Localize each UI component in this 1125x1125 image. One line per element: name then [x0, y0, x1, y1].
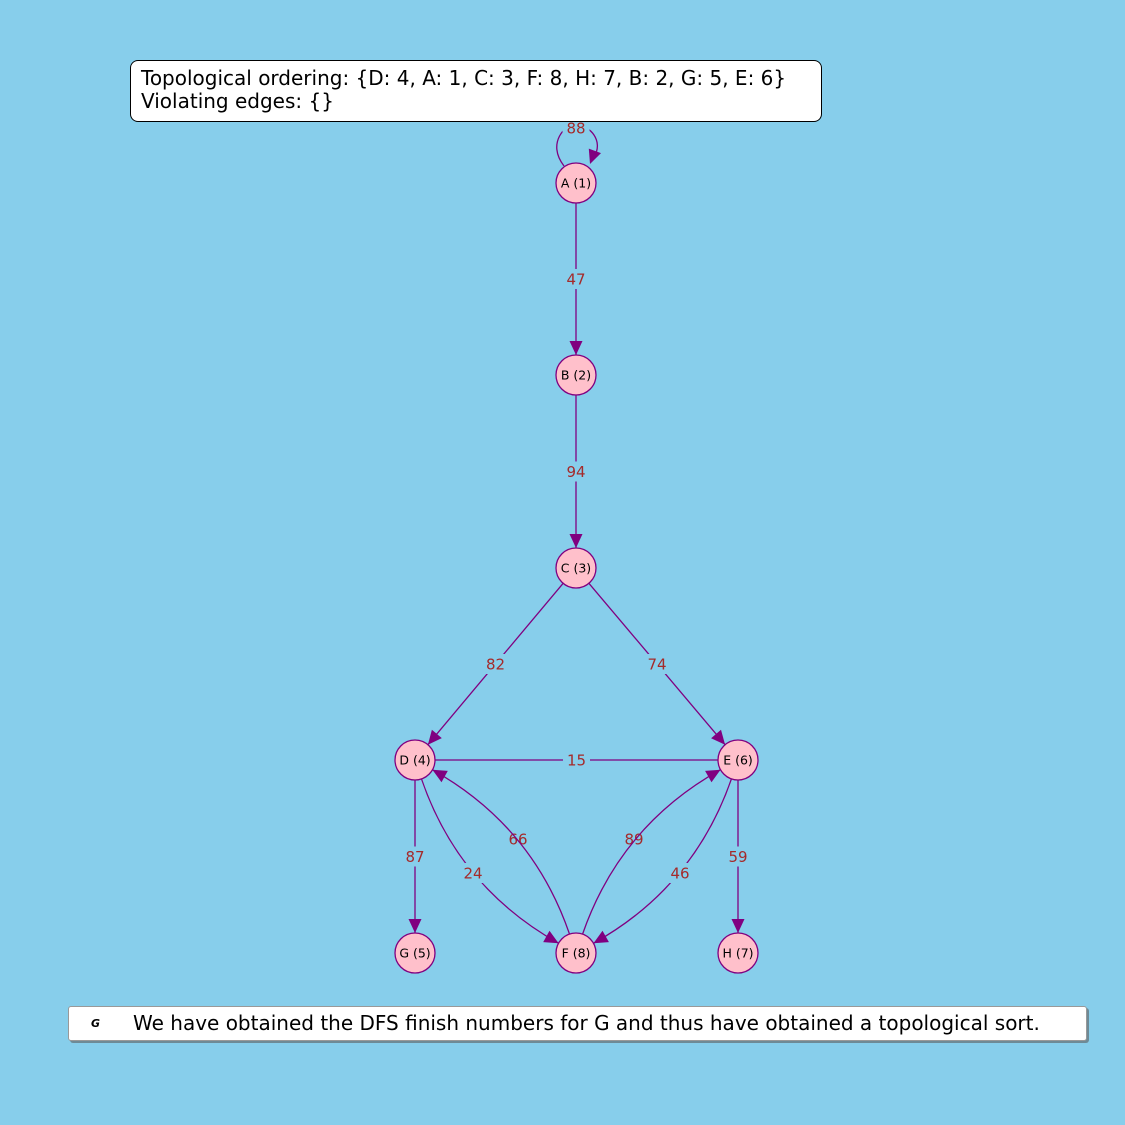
node-f: F (8) — [555, 932, 597, 974]
edge-d-g: 87 — [401, 780, 429, 933]
arrow-head — [593, 930, 609, 944]
edge-weight-label: 82 — [486, 656, 505, 674]
edge-weight-label: 94 — [566, 463, 585, 481]
violating-edges-text: Violating edges: {} — [141, 89, 334, 113]
edge-label-background — [643, 654, 671, 674]
edge-a-b: 47 — [562, 203, 590, 355]
edge-a-a: 88 — [556, 118, 601, 167]
edge-c-d: 82 — [427, 582, 564, 746]
caption-text: We have obtained the DFS finish numbers … — [133, 1011, 1040, 1035]
edge-d-f: 66 — [420, 778, 559, 944]
edge-e-h: 59 — [724, 780, 752, 933]
node-label: A (1) — [561, 176, 591, 191]
arrow-head — [711, 729, 726, 745]
edge-c-e: 74 — [588, 582, 726, 746]
edge-label-d-e: 15 — [563, 750, 590, 770]
arrow-head — [408, 919, 422, 933]
arrow-head — [427, 729, 442, 745]
edge-label-background — [459, 863, 487, 883]
edge-weight-label: 59 — [728, 848, 747, 866]
node-circle — [394, 739, 436, 781]
topological-ordering-box: Topological ordering: {D: 4, A: 1, C: 3,… — [130, 60, 822, 122]
node-label: C (3) — [561, 561, 591, 576]
edge-f-e: 46 — [581, 769, 721, 935]
node-label: F (8) — [562, 946, 591, 961]
arrow-head — [569, 341, 583, 355]
node-a: A (1) — [555, 162, 597, 204]
node-label: E (6) — [723, 753, 753, 768]
topological-ordering-text: Topological ordering: {D: 4, A: 1, C: 3,… — [141, 66, 787, 90]
edge-label-background — [666, 863, 694, 883]
node-circle — [555, 547, 597, 589]
edge-label-background — [562, 461, 590, 482]
edge-curve — [581, 769, 721, 935]
arrow-head — [569, 534, 583, 548]
node-g: G (5) — [394, 932, 436, 974]
arrow-head — [432, 769, 448, 783]
edge-f-d: 24 — [432, 769, 571, 935]
edge-label-f-e: 46 — [666, 863, 694, 883]
node-label: D (4) — [399, 753, 430, 768]
edge-label-background — [562, 269, 590, 289]
node-circle — [717, 739, 759, 781]
edge-weight-label: 87 — [405, 848, 424, 866]
edge-label-b-c: 94 — [562, 461, 590, 482]
edge-label-f-d: 24 — [459, 863, 487, 883]
edge-label-a-b: 47 — [562, 269, 590, 289]
edge-d-e: 15 — [435, 750, 718, 770]
edge-curve — [432, 769, 571, 935]
graph-icon: G — [91, 1017, 101, 1030]
node-label: G (5) — [399, 946, 430, 961]
edge-label-background — [724, 846, 752, 867]
edge-label-background — [504, 829, 532, 849]
edge-weight-label: 88 — [566, 120, 585, 138]
node-b: B (2) — [555, 354, 597, 396]
status-caption: G We have obtained the DFS finish number… — [68, 1006, 1087, 1041]
node-e: E (6) — [717, 739, 759, 781]
edge-weight-label: 74 — [647, 656, 666, 674]
edges-layer: 88 47 94 82 74 15 87 59 66 24 89 46 — [401, 118, 752, 944]
node-label: H (7) — [722, 946, 753, 961]
edge-label-background — [401, 846, 429, 867]
node-circle — [555, 354, 597, 396]
edge-label-background — [563, 750, 590, 770]
node-circle — [555, 162, 597, 204]
edge-label-d-g: 87 — [401, 846, 429, 867]
edge-weight-label: 47 — [566, 271, 585, 289]
edge-label-background — [562, 118, 590, 138]
node-c: C (3) — [555, 547, 597, 589]
edge-label-background — [482, 654, 509, 674]
edge-label-d-f: 66 — [504, 829, 532, 849]
edge-label-a-a: 88 — [562, 118, 590, 138]
node-d: D (4) — [394, 739, 436, 781]
edge-label-e-h: 59 — [724, 846, 752, 867]
edge-b-c: 94 — [562, 395, 590, 548]
edge-weight-label: 46 — [670, 865, 689, 883]
edge-curve — [420, 778, 559, 944]
arrow-head — [543, 930, 559, 944]
edge-e-f: 89 — [593, 778, 733, 944]
arrow-head — [705, 769, 721, 783]
edge-curve — [593, 778, 733, 944]
edge-weight-label: 24 — [463, 865, 482, 883]
nodes-layer: A (1) B (2) C (3) D (4) E (6) F (8) G (5) H (7) — [394, 162, 759, 974]
edge-weight-label: 15 — [567, 752, 586, 770]
node-circle — [394, 932, 436, 974]
arrow-head — [588, 148, 601, 164]
edge-label-c-d: 82 — [482, 654, 509, 674]
node-label: B (2) — [561, 368, 591, 383]
edge-label-e-f: 89 — [620, 829, 648, 849]
node-h: H (7) — [717, 932, 759, 974]
edge-label-c-e: 74 — [643, 654, 671, 674]
node-circle — [555, 932, 597, 974]
node-circle — [717, 932, 759, 974]
arrow-head — [731, 919, 745, 933]
